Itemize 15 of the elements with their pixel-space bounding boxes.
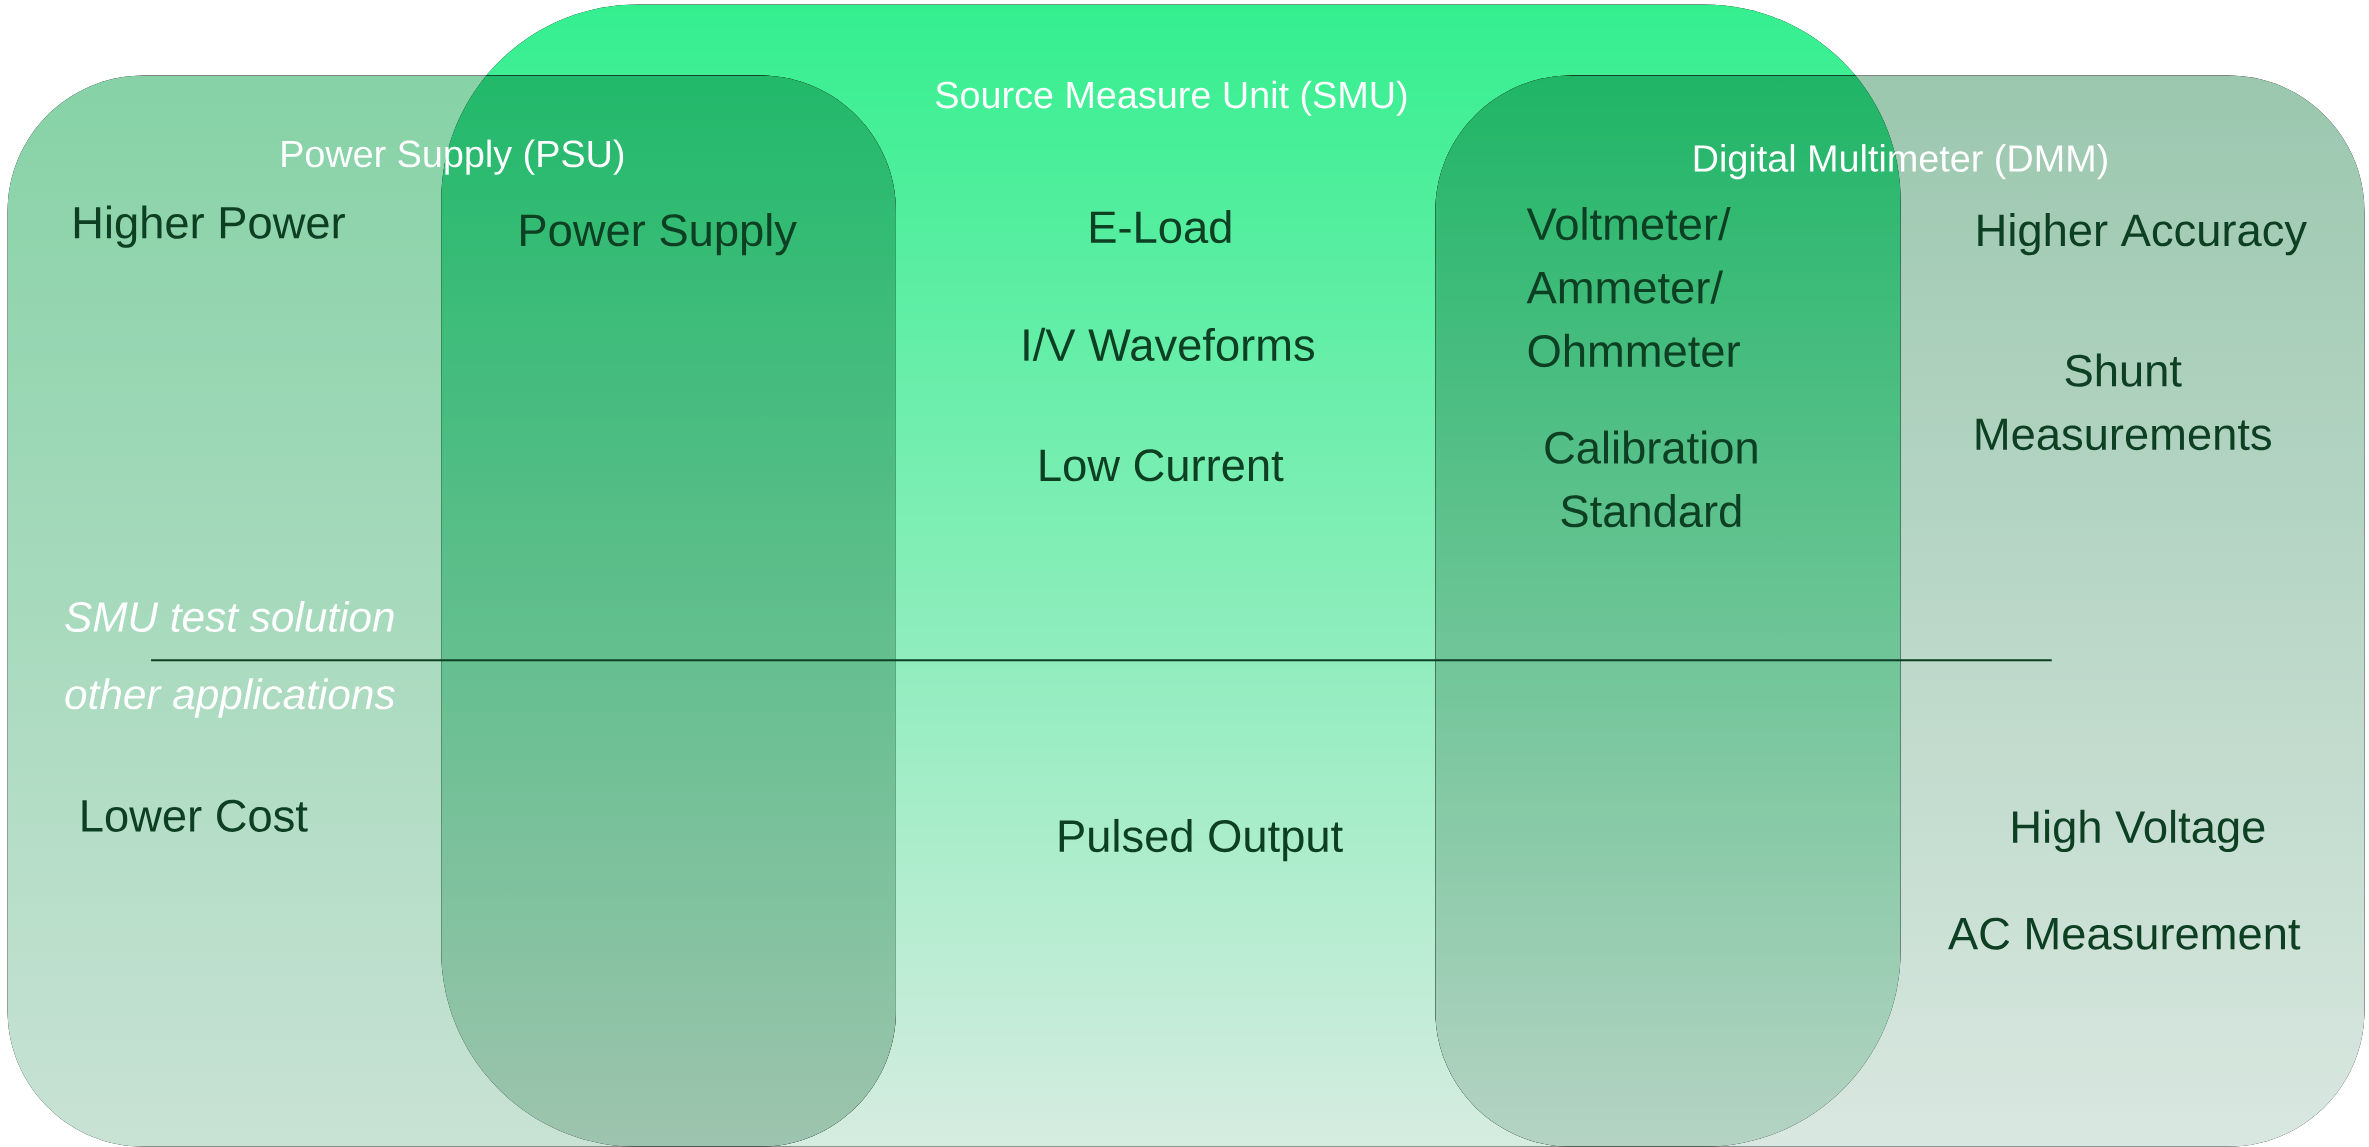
feature-text: Calibration Standard <box>1545 430 1757 528</box>
feature-text: High Voltage <box>2013 810 2265 853</box>
feature-text: Higher Power <box>74 205 345 248</box>
feature-text: Pulsed Output <box>1059 819 1343 862</box>
feature-text: AC Measurement <box>1948 917 2301 950</box>
feature-text: Shunt Measurements <box>1976 353 2271 451</box>
feature-text: Power Supply <box>521 213 797 256</box>
feature-text: E-Load <box>1090 210 1231 244</box>
feature-text: Lower Cost <box>82 799 308 833</box>
feature-text: Voltmeter/ Ammeter/ Ohmmeter <box>1526 207 1740 368</box>
italic-note: SMU test solution <box>65 601 394 633</box>
feature-text: Higher Accuracy <box>1978 213 2307 256</box>
italic-note: other applications <box>65 678 395 718</box>
feature-text: I/V Waveforms <box>1024 327 1314 362</box>
feature-text: Low Current <box>1040 449 1284 482</box>
